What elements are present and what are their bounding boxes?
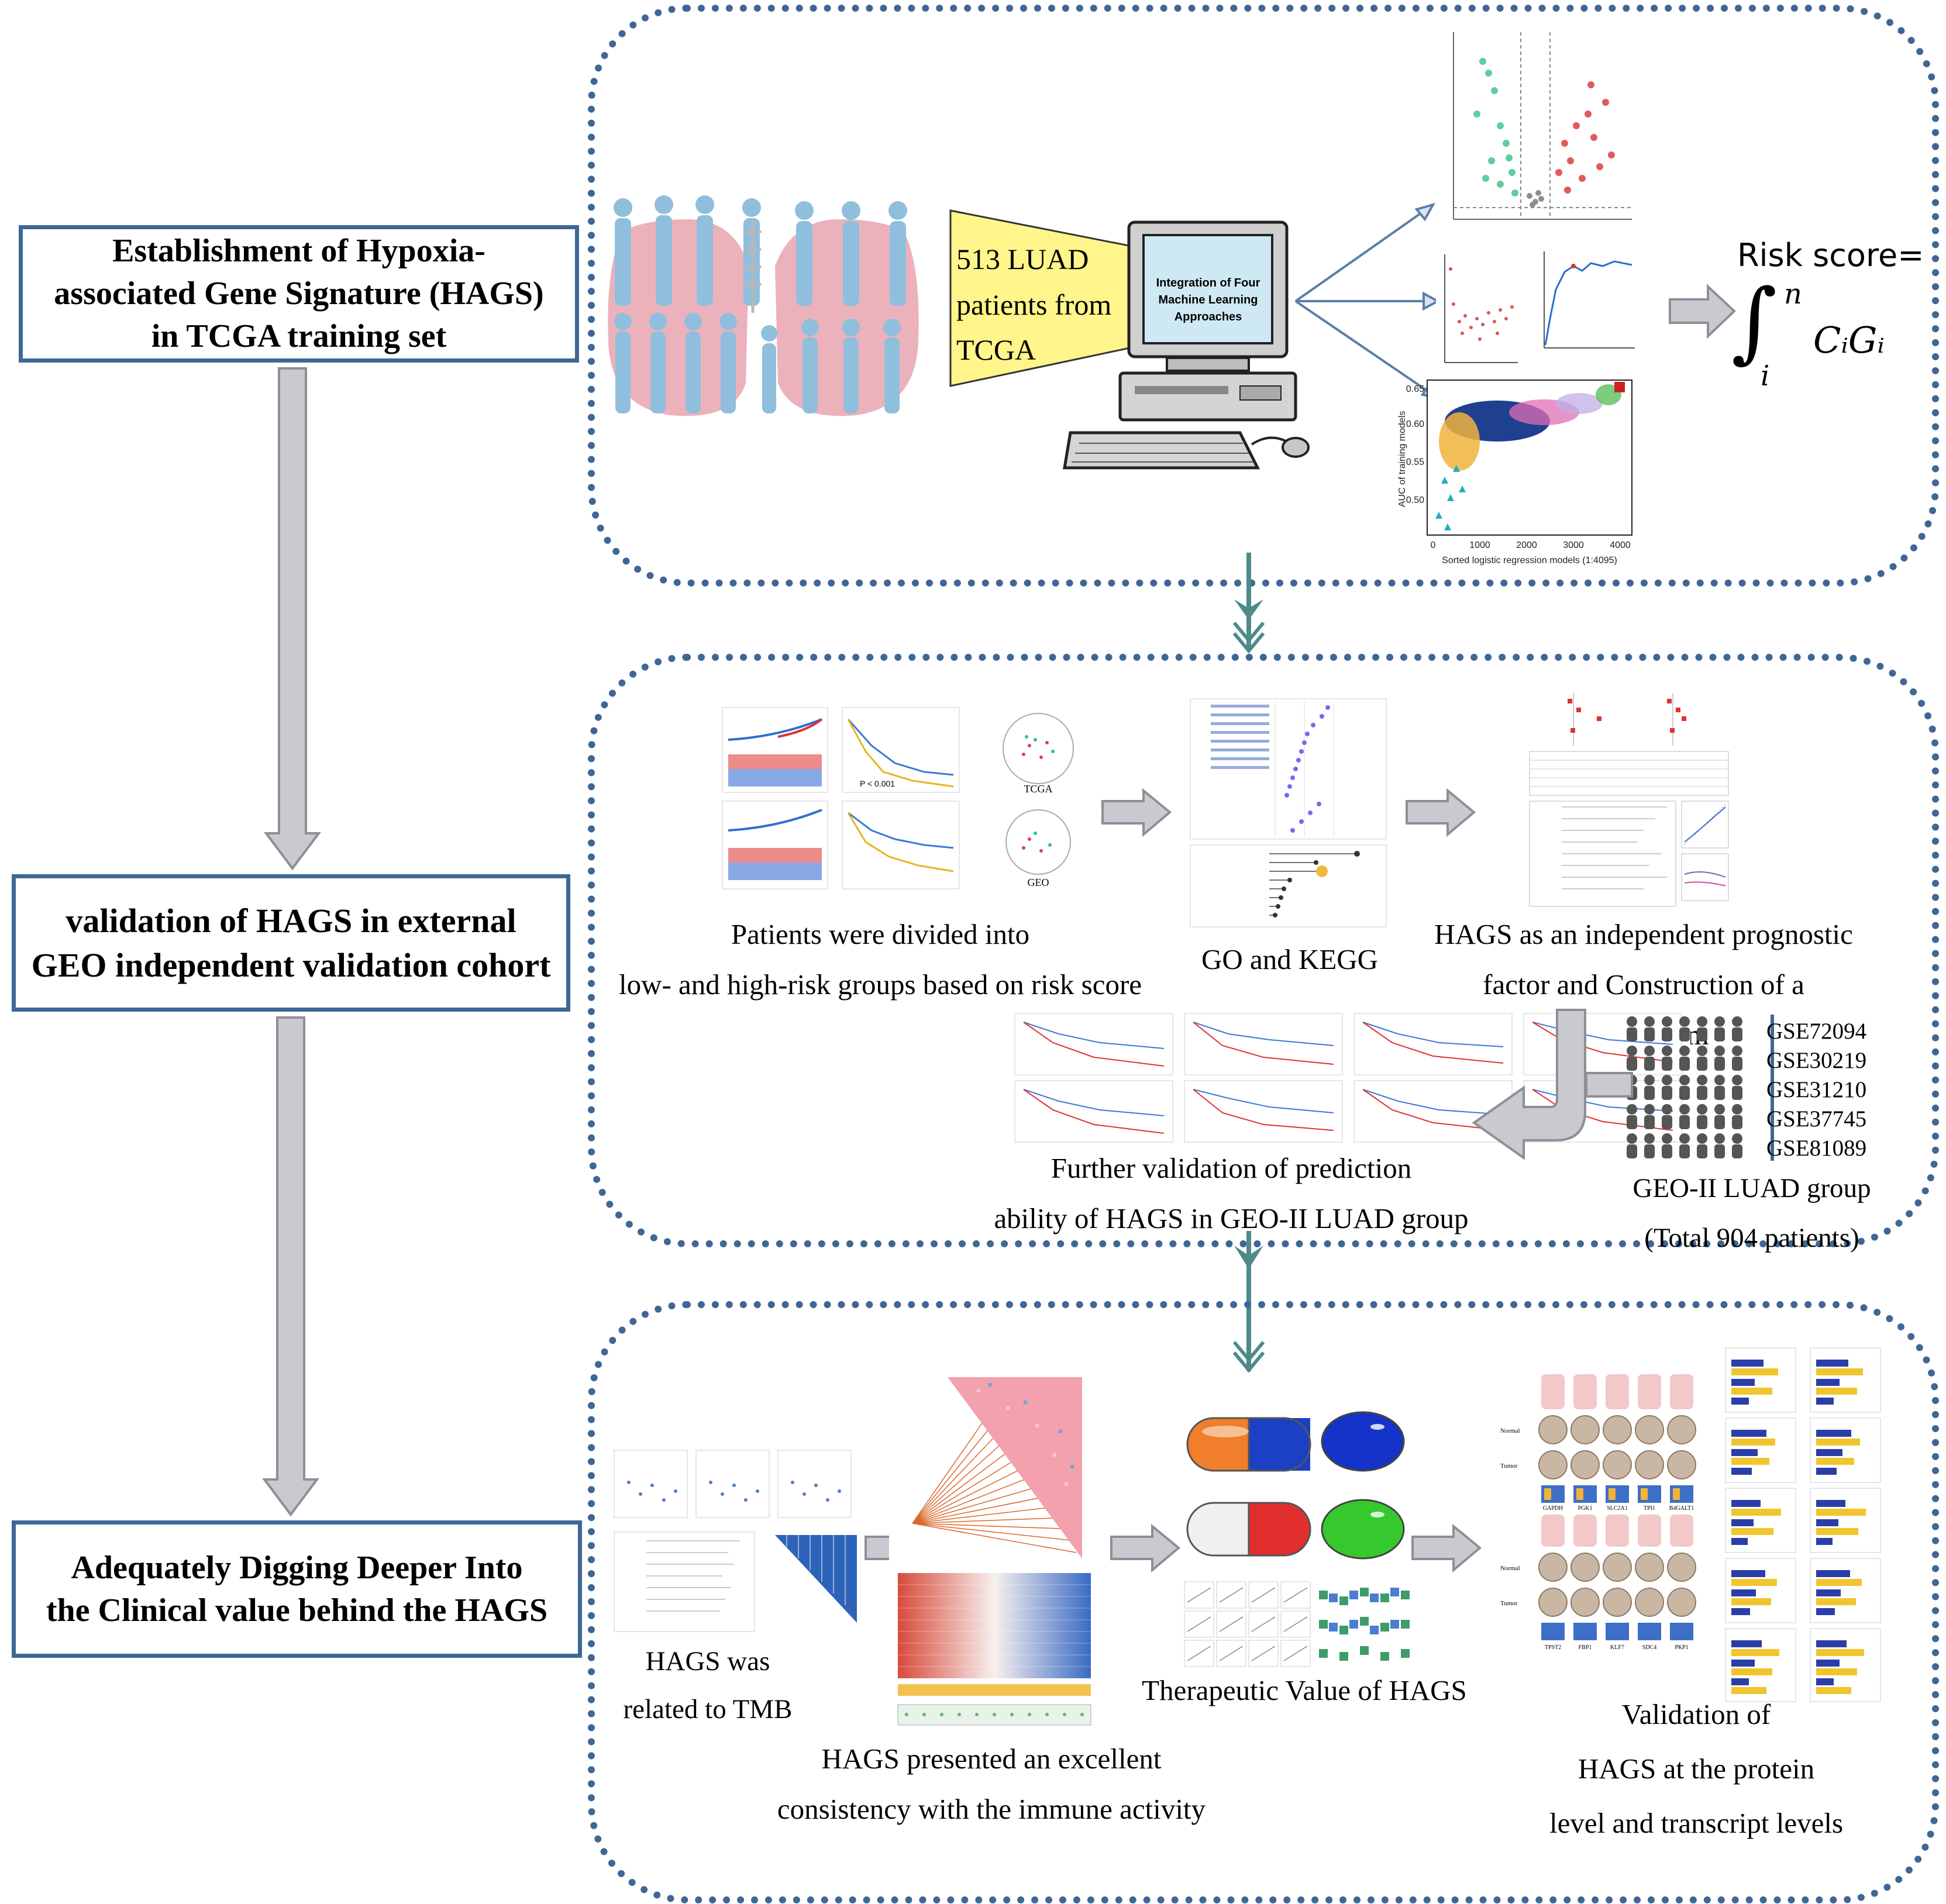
arrow-to-go-kegg [1101,788,1172,837]
auc-xtick-1: 1000 [1469,540,1490,550]
auc-ylabel: AUC of training models [1397,411,1407,508]
auc-ytick-2: 0.55 [1406,457,1424,467]
formula-body: CᵢGᵢ [1813,319,1885,361]
ihc-gene-top-1: PGK1 [1578,1505,1592,1512]
ihc-gene-top-0: GAPDH [1543,1505,1563,1512]
go-kegg-dotplot-thumbnail [1187,696,1389,930]
geo-label: GEO [1028,877,1049,888]
cohort-label: 513 LUAD patients from TCGA [956,243,1112,366]
ihc-gene-bottom-4: PKP1 [1675,1644,1688,1651]
km-p-text-tcga: P < 0.001 [860,779,895,788]
tcga-label: TCGA [1024,783,1053,795]
computer-illustration [1063,220,1310,470]
left-down-arrow-1 [264,367,321,871]
rfe-curve-thumbnail [1532,249,1638,363]
geo-dataset-2: GSE31210 [1766,1077,1867,1102]
drug-sensitivity-thumbnail [1182,1579,1427,1670]
formula-integral-sign: ∫ [1731,271,1778,372]
lung-population-illustration [608,195,919,416]
caption-geo-group: GEO-II LUAD group (Total 904 patients) [1632,1173,1871,1253]
auc-ytick-3: 0.50 [1406,495,1424,505]
expression-bars-thumbnail [1723,1345,1886,1708]
formula-lower-limit: i [1761,360,1770,392]
formula-upper-limit: n [1784,278,1802,311]
uturn-arrow [1472,1009,1633,1160]
ihc-gene-bottom-3: SDC4 [1642,1644,1656,1651]
caption-immune: HAGS presented an excellent consistency … [777,1743,1206,1825]
geo-dataset-list: GSE72094 GSE30219 GSE31210 GSE37745 GSE8… [1623,1015,1880,1161]
auc-ytick-1: 0.60 [1406,419,1424,429]
fanout-arrows [1294,202,1441,399]
ihc-gene-bottom-1: FBP1 [1579,1644,1592,1651]
panel-training [588,5,1939,587]
arrow-to-protein [1411,1523,1482,1573]
chevron-connector-1 [1232,553,1265,654]
auc-xlabel: Sorted logistic regression models (1:409… [1442,556,1617,565]
ihc-gene-top-4: B4GALT1 [1669,1505,1694,1512]
caption-go-kegg: GO and KEGG [1201,943,1379,975]
stage-box-establishment: Establishment of Hypoxia- associated Gen… [19,225,579,363]
ihc-row-label-1: Tumor [1500,1463,1518,1470]
computer-screen-label: Integration of Four Machine Learning App… [1156,277,1260,323]
caption-therapeutic: Therapeutic Value of HAGS [1142,1674,1467,1706]
caption-further-validation: Further validation of prediction ability… [994,1152,1469,1234]
caption-protein-validation: Validation of HAGS at the protein level … [1549,1698,1844,1840]
ihc-gene-top-2: SLC2A1 [1607,1505,1628,1512]
auc-xtick-3: 3000 [1563,540,1584,550]
stage-box-validation: validation of HAGS in external GEO indep… [12,874,570,1012]
geo-dataset-3: GSE37745 [1766,1106,1867,1132]
risk-group-figure-thumbnail: P < 0.001 TCGA GEO [719,705,1100,895]
ihc-row-label-2: Normal [1500,1565,1520,1572]
stage-box-clinical: Adequately Digging Deeper Into the Clini… [12,1520,582,1658]
arrow-to-formula [1669,284,1736,339]
drug-pills-illustration [1186,1411,1405,1560]
auc-xtick-0: 0 [1431,540,1436,550]
auc-xtick-4: 4000 [1610,540,1631,550]
auc-plot: 0.65 0.60 0.55 0.50 0 1000 2000 3000 400… [1392,377,1638,570]
panel-clinical [588,1301,1939,1903]
ihc-gene-bottom-2: KLF7 [1610,1644,1624,1651]
geo-dataset-1: GSE30219 [1766,1048,1867,1073]
left-down-arrow-2 [262,1016,319,1517]
panel-validation [588,654,1939,1247]
arrow-to-therapeutic [1110,1523,1181,1573]
auc-xtick-2: 2000 [1516,540,1537,550]
immune-heatmap-thumbnail [889,1365,1105,1731]
auc-ytick-0: 0.65 [1406,384,1424,394]
caption-tmb: HAGS was related to TMB [623,1646,793,1725]
caption-risk-groups: Patients were divided into low- and high… [618,918,1142,1001]
caption-nomogram: HAGS as an independent prognostic factor… [1434,918,1853,1051]
ihc-gene-top-3: TPI1 [1644,1505,1655,1512]
risk-score-label: Risk score= [1737,237,1924,274]
ihc-figure-thumbnail: Normal Tumor GAPDH PGK1 SLC2A1 TPI1 B4GA… [1497,1371,1699,1655]
nomogram-thumbnail [1527,681,1731,909]
geo-dataset-0: GSE72094 [1766,1019,1867,1044]
lasso-scatter-thumbnail [1436,251,1521,371]
ihc-row-label-0: Normal [1500,1427,1520,1434]
tmb-figure-thumbnail [611,1447,863,1634]
geo-dataset-4: GSE81089 [1766,1136,1867,1161]
ihc-gene-bottom-0: TPST2 [1545,1644,1561,1651]
ihc-row-label-3: Tumor [1500,1600,1518,1607]
volcano-plot-thumbnail [1436,26,1635,225]
arrow-to-nomogram [1406,788,1476,837]
